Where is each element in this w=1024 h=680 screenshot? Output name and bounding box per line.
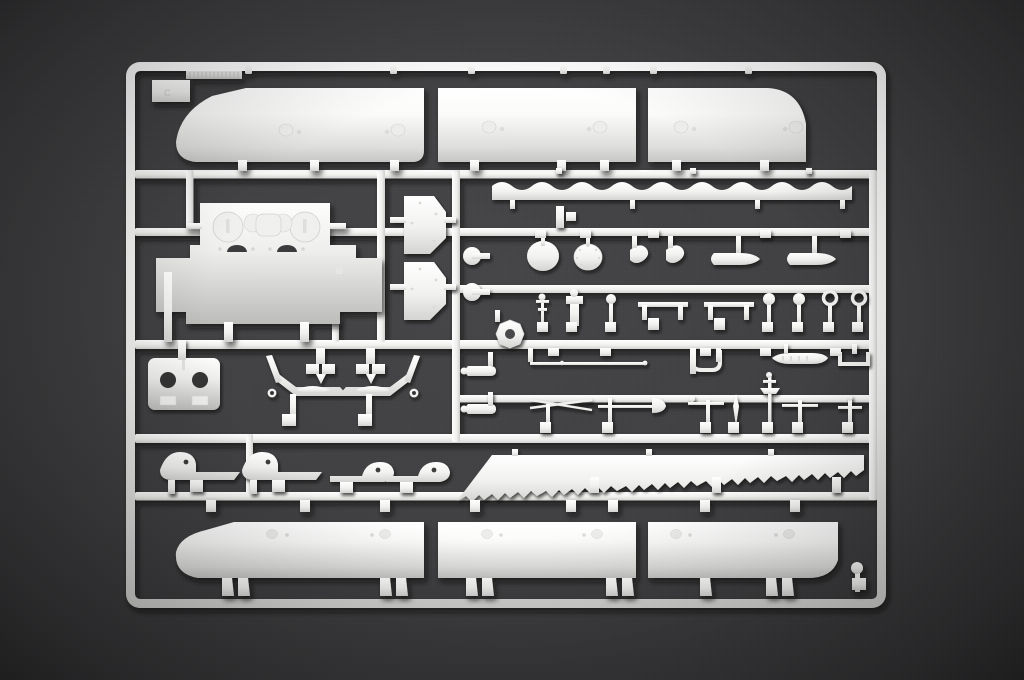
- hull-gates-lower: [222, 578, 794, 596]
- bitt-b: [356, 348, 385, 384]
- hull-plates-upper: [176, 88, 806, 171]
- armour-plates: [390, 196, 456, 320]
- photo-caption: White injection-moulded styrene parts tr…: [0, 666, 1024, 676]
- bitt-a: [306, 348, 335, 384]
- fittings-row-masts: [536, 289, 868, 332]
- knurled-strip: [186, 71, 242, 79]
- hull-plates-lower: [175, 500, 866, 596]
- anchors-row: [148, 340, 420, 426]
- octagonal-hub-part: [495, 310, 525, 349]
- deck-superstructure-part: [156, 203, 382, 342]
- sprue-letter-label: C: [164, 88, 171, 98]
- shaft-brackets-row: [160, 452, 450, 494]
